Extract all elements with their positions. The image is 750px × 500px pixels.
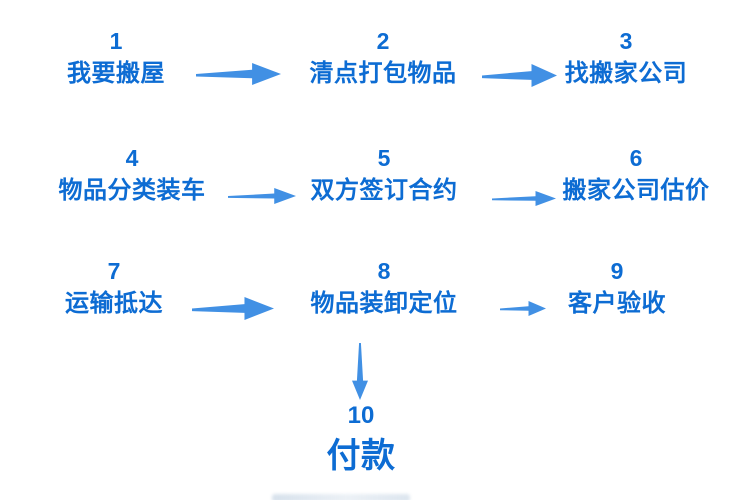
step-9: 9 客户验收: [568, 258, 666, 319]
step-8: 8 物品装卸定位: [311, 258, 458, 319]
step-10: 10 付款: [327, 403, 396, 478]
step-6-label: 搬家公司估价: [562, 177, 710, 204]
step-2: 2 清点打包物品: [310, 28, 457, 89]
right-arrow-icon: [482, 64, 557, 87]
step-1-number: 1: [109, 28, 123, 54]
step-2-number: 2: [376, 28, 390, 54]
right-arrow-icon: [492, 191, 556, 206]
step-4-number: 4: [125, 145, 139, 171]
step-4-label: 物品分类装车: [58, 177, 206, 204]
step-9-number: 9: [610, 258, 624, 284]
right-arrow-icon: [228, 188, 296, 204]
right-arrow-icon: [192, 297, 274, 320]
step-1: 1 我要搬屋: [67, 28, 165, 89]
step-1-label: 我要搬屋: [67, 60, 165, 87]
step-10-label: 付款: [326, 437, 396, 475]
step-5-number: 5: [377, 145, 391, 171]
step-5-label: 双方签订合约: [310, 177, 458, 204]
step-4: 4 物品分类装车: [59, 145, 206, 206]
cutoff-text-artifact: [272, 494, 410, 500]
down-arrow-icon: [352, 343, 368, 400]
step-5: 5 双方签订合约: [311, 145, 458, 206]
right-arrow-icon: [500, 301, 546, 316]
step-7-label: 运输抵达: [65, 290, 163, 317]
step-3: 3 找搬家公司: [565, 28, 688, 89]
step-8-label: 物品装卸定位: [310, 290, 458, 317]
step-2-label: 清点打包物品: [309, 60, 457, 87]
step-3-number: 3: [619, 28, 633, 54]
step-8-number: 8: [377, 258, 391, 284]
right-arrow-icon: [196, 63, 281, 85]
step-7: 7 运输抵达: [65, 258, 163, 319]
step-10-number: 10: [347, 402, 375, 429]
step-7-number: 7: [107, 258, 121, 284]
step-9-label: 客户验收: [568, 290, 666, 317]
step-6: 6 搬家公司估价: [563, 145, 710, 206]
step-6-number: 6: [629, 145, 643, 171]
step-3-label: 找搬家公司: [564, 60, 688, 87]
